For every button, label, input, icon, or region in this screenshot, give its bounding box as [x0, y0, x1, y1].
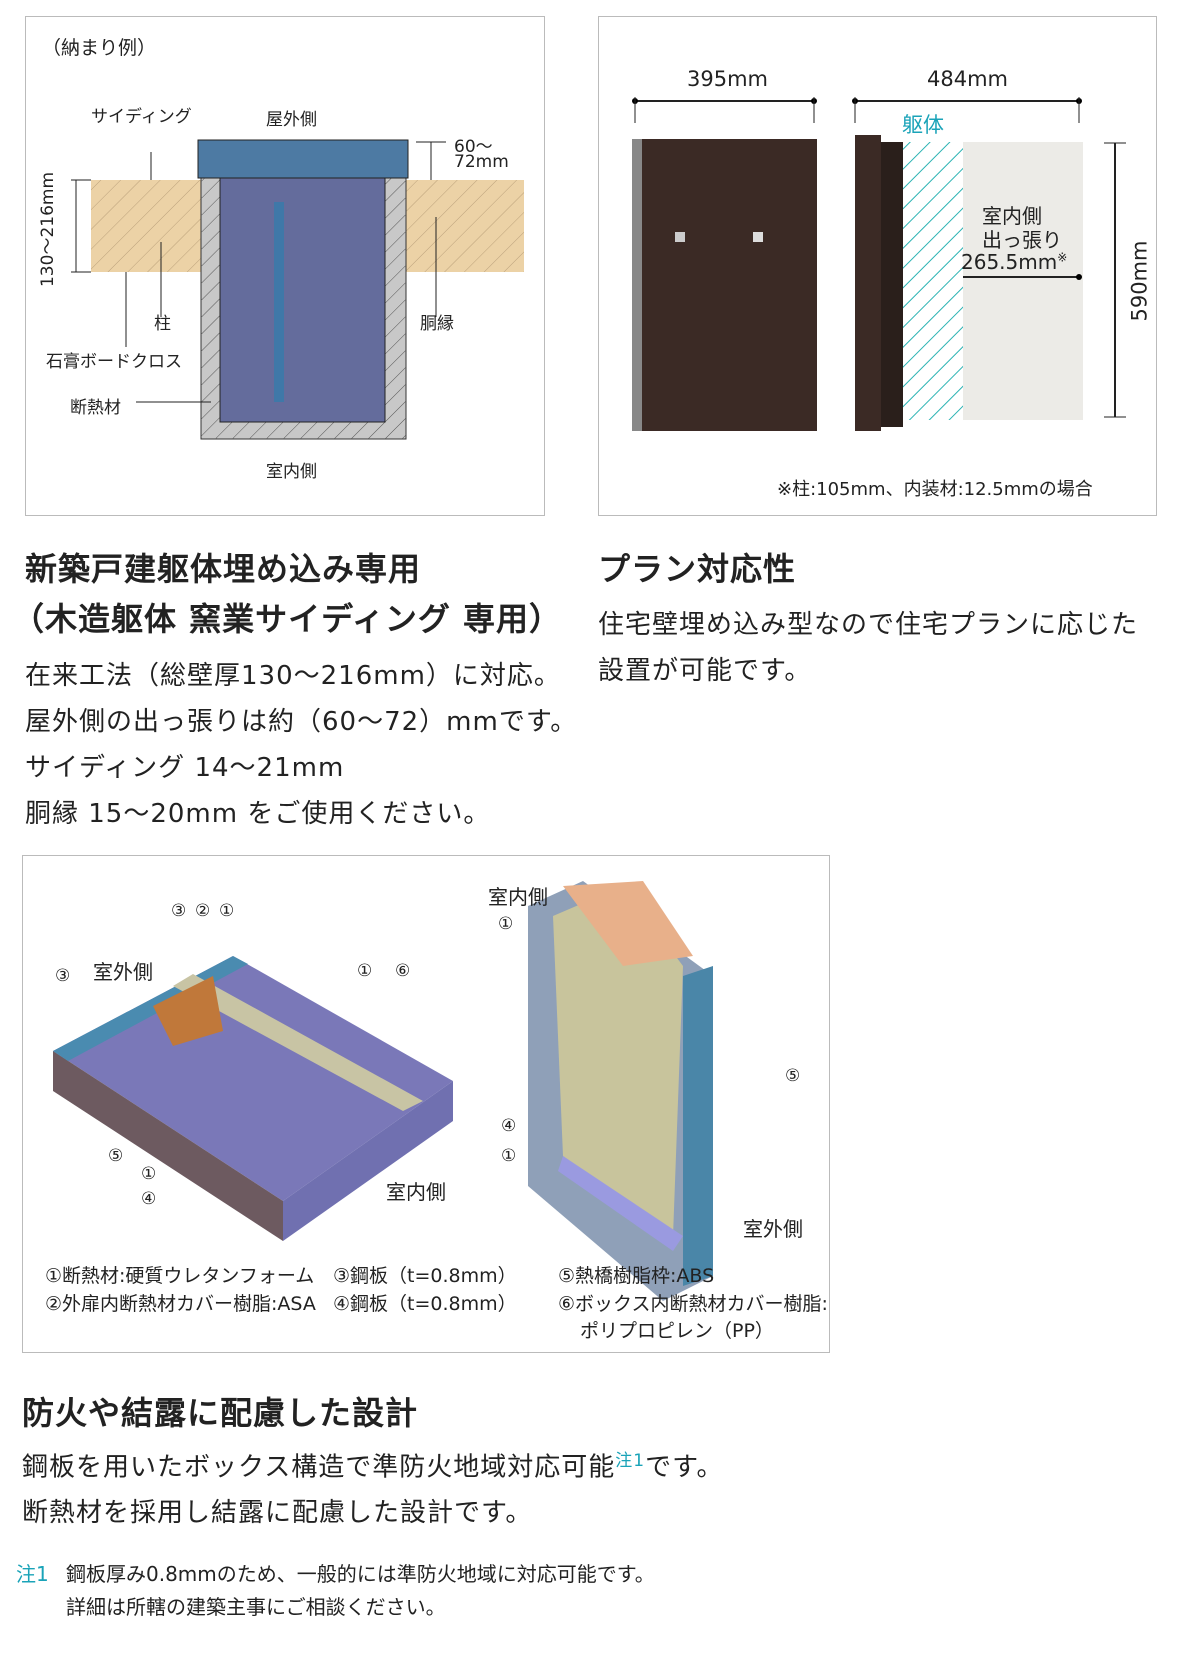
section-detail-figure: （納まり例） サイディング 屋外側 60〜 72mm 130〜216mm 柱 胴… — [25, 16, 545, 516]
label-protrusion: 60〜 — [454, 137, 493, 157]
feature1-line: 胴縁 15〜20mm をご使用ください。 — [25, 799, 491, 829]
callout-1: ① — [498, 914, 514, 934]
label-gypsum: 石膏ボードクロス — [46, 352, 182, 372]
figure-caption: （納まり例） — [42, 37, 157, 59]
callout-3: ③ — [55, 966, 71, 986]
asterisk-mark: ※ — [1057, 250, 1068, 265]
legend-item-6-cont: ポリプロピレン（PP） — [580, 1320, 774, 1342]
callout-1: ① — [501, 1146, 517, 1166]
feature1-title: 新築戸建躯体埋め込み専用 — [25, 550, 422, 588]
height-label: 590mm — [1127, 240, 1152, 322]
label-insulation: 断熱材 — [70, 398, 121, 418]
dimensions-figure: 395mm 484mm 躯体 室内側 出っ張り 265.5mm※ 590mm ※… — [598, 16, 1157, 516]
legend-item-1: ①断熱材:硬質ウレタンフォーム — [45, 1265, 315, 1287]
callout-1: ① — [219, 901, 235, 921]
section-drawing — [71, 139, 524, 440]
callout-5: ⑤ — [785, 1066, 801, 1086]
callout-3: ③ — [171, 901, 187, 921]
feature2-title: プラン対応性 — [598, 550, 797, 588]
structure-indoor-label: 室内側 — [386, 1180, 446, 1204]
dimension-drawing — [632, 97, 1126, 431]
label-wall-thickness: 130〜216mm — [38, 171, 59, 288]
callout-6: ⑥ — [395, 961, 411, 981]
depth-label: 484mm — [927, 67, 1008, 91]
feature2-line: 住宅壁埋め込み型なので住宅プランに応じた — [598, 610, 1139, 640]
protrusion-value: 265.5mm — [961, 250, 1058, 274]
legend-item-6: ⑥ボックス内断熱材カバー樹脂: — [558, 1293, 828, 1315]
feature2-line: 設置が可能です。 — [598, 656, 812, 686]
callout-2: ② — [195, 901, 211, 921]
callout-4: ④ — [501, 1116, 517, 1136]
dimension-footnote: ※柱:105mm、内装材:12.5mmの場合 — [777, 479, 1093, 500]
legend-item-4: ④鋼板（t=0.8mm） — [333, 1293, 517, 1315]
feature1-line: サイディング 14〜21mm — [25, 753, 345, 783]
feature3-line2: 断熱材を採用し結露に配慮した設計です。 — [22, 1498, 533, 1528]
note-ref: 注1 — [615, 1451, 646, 1471]
label-pillar: 柱 — [154, 314, 171, 334]
structure-indoor-label-right: 室内側 — [488, 885, 548, 909]
structure-outdoor-label: 室外側 — [93, 960, 153, 984]
label-outdoor: 屋外側 — [266, 110, 317, 130]
feature3-text-end: です。 — [645, 1452, 724, 1483]
feature1-line: 在来工法（総壁厚130〜216mm）に対応。 — [25, 661, 561, 691]
note-label: 注1 — [16, 1562, 49, 1586]
label-indoor: 室内側 — [266, 462, 317, 482]
note-line2: 詳細は所轄の建築主事にご相談ください。 — [66, 1595, 446, 1619]
feature3-text: 鋼板を用いたボックス構造で準防火地域対応可能 — [22, 1452, 616, 1483]
feature3-line1: 鋼板を用いたボックス構造で準防火地域対応可能注1です。 — [22, 1446, 723, 1484]
label-furring: 胴縁 — [420, 314, 454, 334]
callout-1: ① — [141, 1164, 157, 1184]
callout-1: ① — [357, 961, 373, 981]
width-label: 395mm — [687, 67, 768, 91]
frame-label: 躯体 — [902, 113, 944, 137]
note-line1: 鋼板厚み0.8mmのため、一般的には準防火地域に対応可能です。 — [66, 1562, 655, 1586]
feature1-subtitle: （木造躯体 窯業サイディング 専用） — [12, 600, 563, 638]
legend-item-3: ③鋼板（t=0.8mm） — [333, 1265, 517, 1287]
label-protrusion-mm: 72mm — [454, 152, 509, 172]
callout-5: ⑤ — [108, 1146, 124, 1166]
label-siding: サイディング — [91, 107, 192, 127]
structure-drawing — [53, 881, 713, 1301]
legend-item-2: ②外扉内断熱材カバー樹脂:ASA — [45, 1293, 316, 1315]
callout-4: ④ — [141, 1189, 157, 1209]
structure-figure: 室外側 室内側 室内側 室外側 ③ ② ① ③ ① ⑥ ⑤ ① ④ ① ④ ① … — [22, 855, 830, 1353]
feature3-title: 防火や結露に配慮した設計 — [22, 1394, 419, 1432]
structure-outdoor-label-right: 室外側 — [743, 1217, 803, 1241]
indoor-protrusion-label: 室内側 — [982, 204, 1042, 228]
feature1-line: 屋外側の出っ張りは約（60〜72）mmです。 — [25, 707, 578, 737]
legend-item-5: ⑤熱橋樹脂枠:ABS — [558, 1265, 715, 1287]
indoor-protrusion-label-2: 出っ張り — [982, 228, 1062, 252]
indoor-protrusion-value: 265.5mm※ — [961, 250, 1067, 274]
